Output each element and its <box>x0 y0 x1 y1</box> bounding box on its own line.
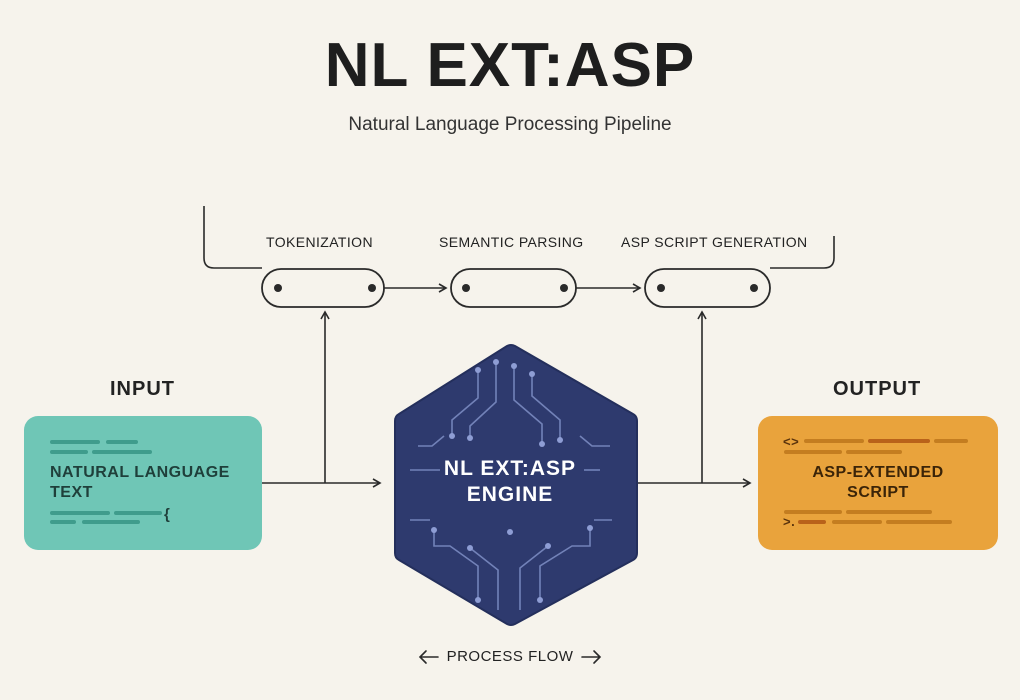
process-flow-label: PROCESS FLOW <box>446 648 574 665</box>
page-subtitle: Natural Language Processing Pipeline <box>348 114 672 135</box>
page-title: NL EXT:ASP <box>324 31 696 100</box>
stage-pill-asp-generation <box>644 268 771 308</box>
output-card-text-line1: ASP-EXTENDED <box>812 464 944 481</box>
output-card <box>758 416 998 550</box>
engine-label-line1: NL EXT:ASP <box>443 457 577 480</box>
output-card-text-line2: SCRIPT <box>847 484 909 501</box>
output-code-open-glyph: <> <box>783 434 800 449</box>
stage-label-semantic-parsing: SEMANTIC PARSING <box>439 234 584 250</box>
engine-circuit-nodes <box>431 359 593 603</box>
input-heading: INPUT <box>110 378 175 400</box>
engine-circuit-traces <box>410 362 612 610</box>
output-heading: OUTPUT <box>833 378 922 400</box>
output-code-prompt-glyph: >. <box>783 514 796 529</box>
output-card-lines <box>784 439 968 524</box>
engine-hexagon <box>394 344 638 626</box>
engine-label-line2: ENGINE <box>466 483 554 506</box>
pipeline-right-bracket <box>770 236 835 269</box>
input-card-text: NATURAL LANGUAGE TEXT <box>50 464 230 501</box>
stage-label-tokenization: TOKENIZATION <box>266 234 373 250</box>
stage-pill-tokenization <box>261 268 385 308</box>
input-card <box>24 416 262 550</box>
input-brace-glyph: { <box>164 506 171 523</box>
flow-left-arrow-icon <box>418 650 439 664</box>
stage-label-asp-generation: ASP SCRIPT GENERATION <box>621 234 808 250</box>
stage-pill-semantic-parsing <box>450 268 577 308</box>
pipeline-left-bracket <box>203 206 262 269</box>
engine-label: NL EXT:ASP ENGINE <box>400 456 620 508</box>
flow-right-arrow-icon <box>581 650 602 664</box>
input-card-lines <box>50 440 162 524</box>
